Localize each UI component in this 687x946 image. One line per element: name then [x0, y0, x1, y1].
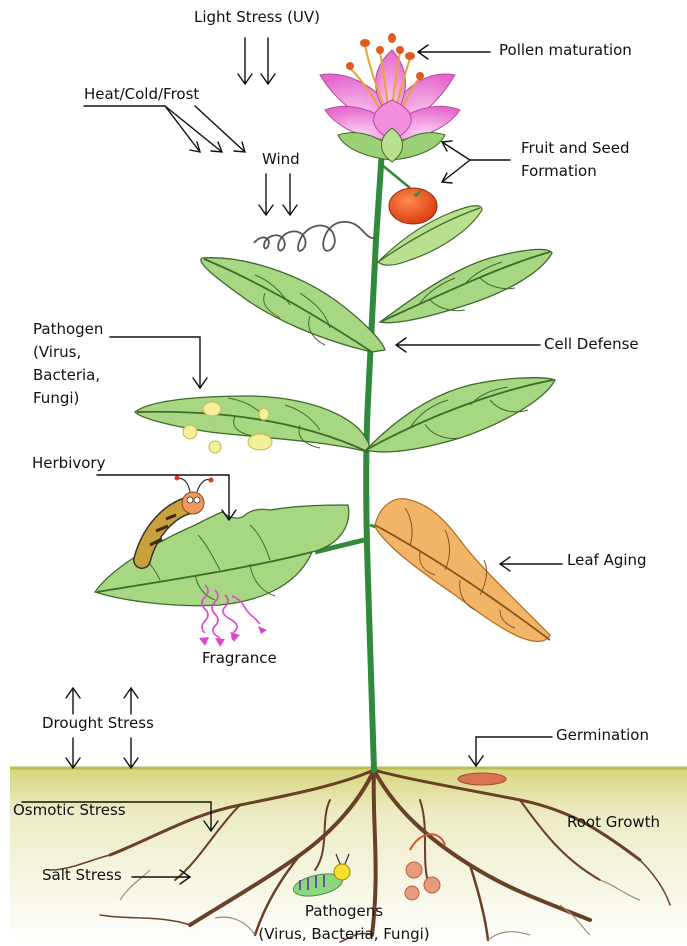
label-pathogen-leaf: Pathogen (Virus, Bacteria, Fungi) [33, 318, 103, 410]
main-stem [366, 150, 382, 770]
label-herbivory: Herbivory [32, 452, 105, 475]
label-germination: Germination [556, 724, 649, 747]
label-fruit-seed-formation: Fruit and Seed Formation [521, 137, 630, 183]
germinating-seed [458, 773, 506, 785]
fruit-tomato [382, 165, 437, 224]
label-drought-stress: Drought Stress [42, 712, 154, 735]
label-root-growth: Root Growth [567, 811, 660, 834]
label-pollen-maturation: Pollen maturation [499, 39, 632, 62]
wind-swirl [254, 222, 375, 251]
leaf-lower-left-eaten [95, 505, 349, 606]
leaf-upper-left [201, 258, 385, 352]
label-cell-defense: Cell Defense [544, 333, 639, 356]
label-fragrance: Fragrance [202, 647, 277, 670]
label-osmotic-stress: Osmotic Stress [13, 799, 126, 822]
label-salt-stress: Salt Stress [42, 864, 122, 887]
label-leaf-aging: Leaf Aging [567, 549, 647, 572]
label-light-stress: Light Stress (UV) [194, 6, 320, 29]
leaf-middle-right [366, 378, 555, 452]
label-heat-cold-frost: Heat/Cold/Frost [84, 83, 199, 106]
label-wind: Wind [262, 148, 300, 171]
label-pathogens-root: Pathogens (Virus, Bacteria, Fungi) [244, 900, 444, 946]
